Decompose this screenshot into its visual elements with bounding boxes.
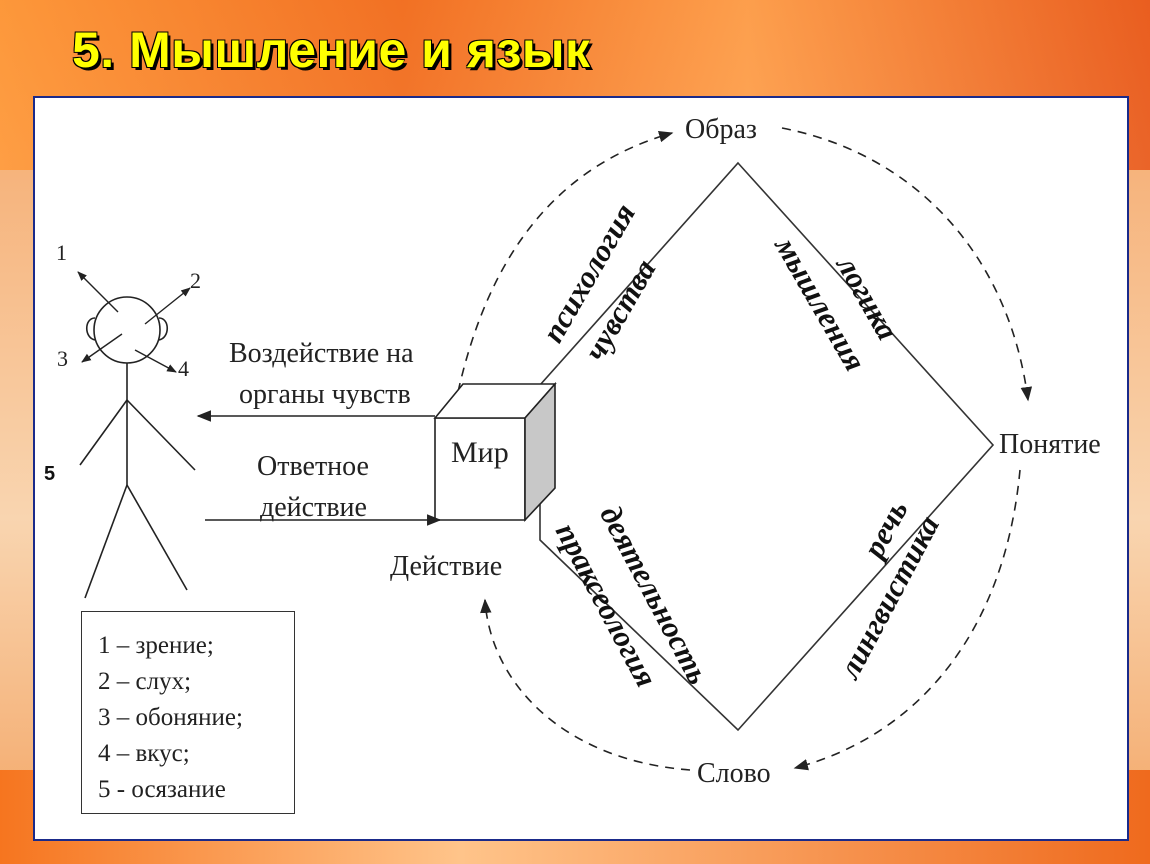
arc-image-to-concept xyxy=(781,127,1033,402)
sense-arrow-2 xyxy=(144,287,191,325)
node-action: Действие xyxy=(390,551,503,582)
arc-action-to-image xyxy=(457,131,674,393)
diamond-square xyxy=(539,161,995,732)
stick-figure xyxy=(79,296,196,599)
slide-title: 5. Мышление и язык xyxy=(72,22,591,78)
influence-label-line2: органы чувств xyxy=(239,379,411,410)
node-word: Слово xyxy=(697,758,771,789)
legend-box: 1 – зрение; 2 – слух; 3 – обоняние; 4 – … xyxy=(81,611,295,814)
legend-item-smell: 3 – обоняние; xyxy=(98,704,243,731)
sense-arrow-4 xyxy=(134,349,177,373)
legend-item-sight: 1 – зрение; xyxy=(98,632,214,659)
node-world: Мир xyxy=(451,436,509,469)
legend-item-hearing: 2 – слух; xyxy=(98,668,192,695)
arc-concept-to-word xyxy=(793,469,1021,771)
node-image: Образ xyxy=(685,114,757,145)
arc-word-to-action xyxy=(480,598,691,771)
side-number: 5 xyxy=(44,463,56,485)
sense-number-1: 1 xyxy=(56,240,67,265)
sense-number-4: 4 xyxy=(178,356,189,381)
legend-item-touch: 5 - осязание xyxy=(98,776,226,803)
response-label-line2: действие xyxy=(260,492,367,523)
legend-item-taste: 4 – вкус; xyxy=(98,740,190,767)
sense-number-2: 2 xyxy=(190,268,201,293)
sense-arrow-1 xyxy=(77,271,119,313)
influence-label-line1: Воздействие на xyxy=(229,338,414,369)
sense-arrow-3 xyxy=(81,333,123,363)
world-cube xyxy=(433,381,557,523)
response-label-line1: Ответное xyxy=(257,451,369,482)
sense-number-3: 3 xyxy=(57,346,68,371)
node-concept: Понятие xyxy=(999,429,1101,460)
